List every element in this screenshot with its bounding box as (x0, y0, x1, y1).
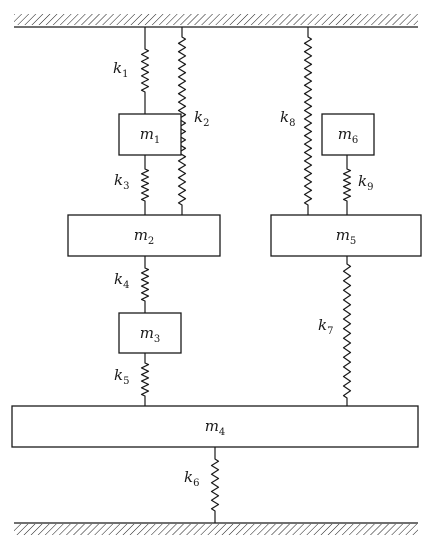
spring-k5 (140, 353, 150, 406)
svg-text:m2: m2 (134, 226, 155, 247)
label-k1: k1 (113, 59, 128, 80)
label-k3: k3 (114, 171, 129, 192)
label-k2: k2 (194, 108, 209, 129)
svg-text:m4: m4 (205, 417, 226, 438)
label-k4: k4 (114, 270, 129, 291)
mass-m1: m1 (118, 113, 182, 156)
spring-k2 (177, 27, 187, 215)
label-k7: k7 (318, 316, 333, 337)
svg-text:m3: m3 (140, 324, 161, 345)
label-k8: k8 (280, 108, 295, 129)
spring-k8 (303, 27, 313, 215)
label-k6: k6 (184, 468, 199, 489)
mass-m2: m2 (67, 214, 221, 257)
svg-text:m1: m1 (140, 125, 161, 146)
spring-k7 (342, 256, 352, 406)
label-k9: k9 (358, 172, 373, 193)
spring-k4 (140, 256, 150, 313)
mass-m4: m4 (11, 405, 419, 448)
mass-m3: m3 (118, 312, 182, 354)
top-ground-support (14, 14, 418, 28)
mass-m6: m6 (321, 113, 375, 156)
mass-m5: m5 (270, 214, 422, 257)
spring-k1 (140, 27, 150, 114)
spring-k3 (140, 155, 150, 215)
spring-k9 (342, 155, 352, 215)
bottom-ground-support (14, 522, 418, 535)
label-k5: k5 (114, 366, 129, 387)
svg-text:m5: m5 (336, 226, 357, 247)
svg-text:m6: m6 (338, 125, 359, 146)
spring-k6 (210, 447, 220, 523)
